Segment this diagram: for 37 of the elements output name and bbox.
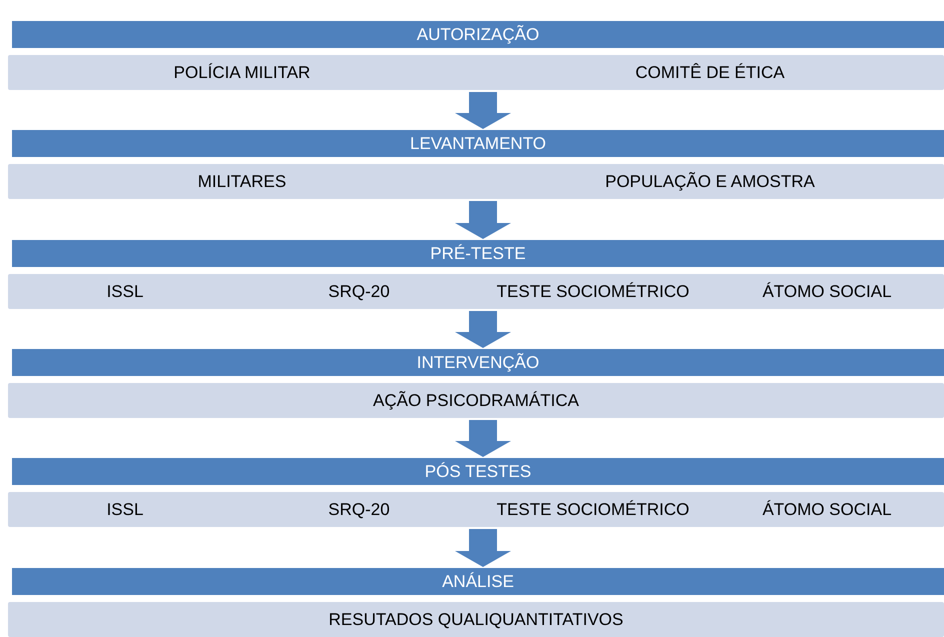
item-label: TESTE SOCIOMÉTRICO xyxy=(496,282,690,302)
stage-items-bar xyxy=(8,602,944,637)
stage-title: INTERVENÇÃO xyxy=(416,352,540,372)
stage-title: PÓS TESTES xyxy=(424,462,532,482)
item-label: RESUTADOS QUALIQUANTITATIVOS xyxy=(328,610,624,630)
item-label: ISSL xyxy=(106,500,144,520)
item-label: ÁTOMO SOCIAL xyxy=(761,500,893,520)
item-label: SRQ-20 xyxy=(327,500,391,520)
stage-title: LEVANTAMENTO xyxy=(410,134,546,154)
item-label: ISSL xyxy=(106,282,144,302)
stage-header-bar xyxy=(12,458,944,485)
stage-title: ANÁLISE xyxy=(442,572,514,592)
item-label: POPULAÇÃO E AMOSTRA xyxy=(604,172,816,192)
stage-items-bar xyxy=(8,492,944,527)
stage-items-bar xyxy=(8,383,944,418)
down-arrow xyxy=(455,311,511,348)
item-label: MILITARES xyxy=(196,172,288,192)
down-arrow xyxy=(455,529,511,567)
stage-items-bar xyxy=(8,55,944,90)
item-label: ÁTOMO SOCIAL xyxy=(761,282,893,302)
stage-header-bar xyxy=(12,130,944,157)
down-arrow xyxy=(455,420,511,457)
stage-header-bar xyxy=(12,21,944,48)
stage-header-bar xyxy=(12,240,944,267)
item-label: POLÍCIA MILITAR xyxy=(172,62,312,82)
stage-title: PRÉ-TESTE xyxy=(430,244,526,264)
down-arrow xyxy=(455,92,511,129)
item-label: SRQ-20 xyxy=(327,282,391,302)
stage-header-bar xyxy=(12,349,944,376)
down-arrow xyxy=(455,201,511,239)
stage-title: AUTORIZAÇÃO xyxy=(416,24,540,44)
stage-header-bar xyxy=(12,568,944,595)
item-label: TESTE SOCIOMÉTRICO xyxy=(496,500,690,520)
item-label: COMITÊ DE ÉTICA xyxy=(634,62,786,82)
item-label: AÇÃO PSICODRAMÁTICA xyxy=(372,390,580,410)
stage-items-bar xyxy=(8,274,944,309)
stage-items-bar xyxy=(8,164,944,199)
